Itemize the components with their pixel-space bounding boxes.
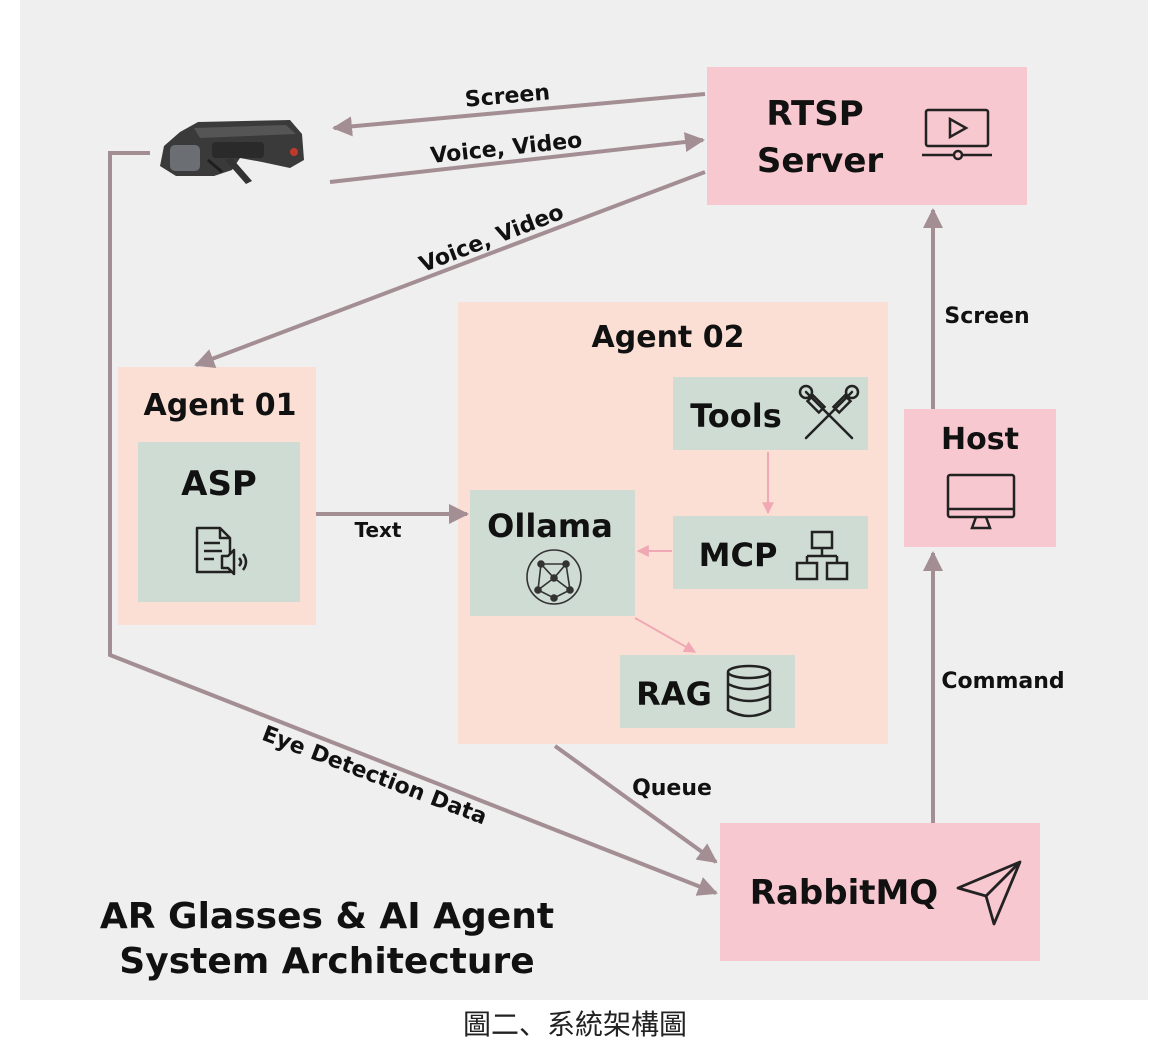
host-label: Host [941,422,1019,457]
rag-label: RAG [636,675,712,713]
diagram-title-line2: System Architecture [119,941,534,982]
ar-glasses-icon [160,120,304,184]
edge-label-command: Command [941,669,1064,694]
edge-label-text: Text [354,518,401,542]
diagram-title-line1: AR Glasses & AI Agent [100,896,554,937]
network-icon [795,530,849,581]
mcp-box [673,516,868,589]
arrows [108,92,943,896]
rabbitmq-box [720,823,1040,961]
inner-arrows [634,452,774,653]
monitor-icon [946,473,1016,530]
asp-label: ASP [181,464,257,504]
arrow-ollama-to-rag [634,617,697,653]
ollama-label: Ollama [487,507,613,545]
arrow-voice-video-to-agent01 [194,170,706,368]
arrow-eye-detection [108,151,718,896]
rtsp-server-label-line1: RTSP [766,94,863,134]
arrow-voice-video-to-rtsp [329,132,705,184]
tools-icon [798,384,860,440]
host-box [904,409,1056,547]
tools-box [673,377,868,450]
arrow-queue-to-rabbitmq [553,744,718,864]
arrow-screen-to-glasses [332,92,706,137]
rtsp-server-box [707,67,1027,205]
agent02-label: Agent 02 [592,320,745,355]
edge-label-screen-right: Screen [944,304,1029,329]
speech-document-icon [195,526,248,576]
mcp-label: MCP [699,536,778,574]
asp-box [138,442,300,602]
tools-label: Tools [690,397,782,435]
rabbitmq-label: RabbitMQ [750,873,938,913]
database-icon [726,664,772,718]
send-icon [956,860,1022,926]
edge-label-queue: Queue [632,776,712,801]
agent01-label: Agent 01 [144,388,297,423]
rtsp-server-label-line2: Server [757,141,884,181]
figure-caption: 圖二、系統架構圖 [462,1008,687,1041]
neural-network-icon [526,549,582,605]
video-player-icon [922,108,992,161]
